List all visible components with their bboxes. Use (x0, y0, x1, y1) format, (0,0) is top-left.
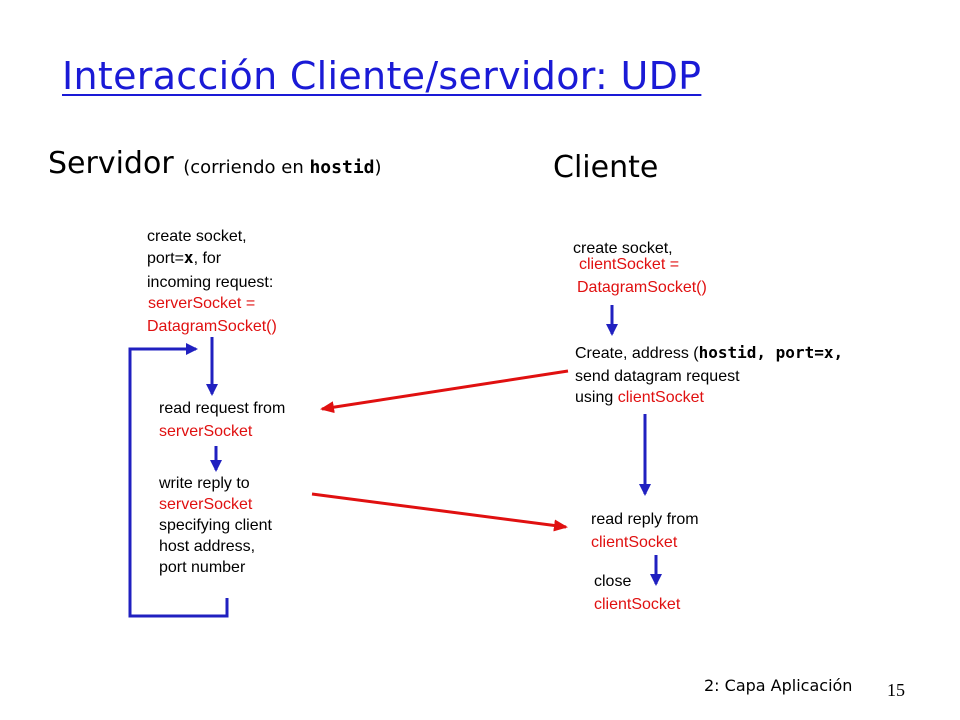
client-read-reply-step: read reply from clientSocket (591, 511, 699, 551)
reply-datagram-arrow (311, 492, 568, 532)
client-send-request-step: Create, address (hostid, port=x, send da… (575, 343, 844, 406)
request-datagram-arrow (320, 369, 569, 414)
client-close-step: close clientSocket (594, 573, 681, 613)
footer-page-number: 15 (887, 680, 905, 700)
server-write-reply-step: write reply to serverSocket specifying c… (159, 475, 272, 576)
server-create-socket-step: create socket, port=x, for incoming requ… (147, 228, 277, 335)
server-read-request-step: read request from serverSocket (159, 400, 286, 440)
footer-chapter: 2: Capa Aplicación (704, 676, 853, 695)
page-title: Interacción Cliente/servidor: UDP (62, 54, 702, 98)
client-create-socket-step: create socket, clientSocket = DatagramSo… (573, 240, 707, 296)
server-heading-sub: (corriendo en hostid) (183, 157, 382, 178)
server-heading: Servidor (corriendo en hostid) (48, 146, 382, 181)
server-heading-label: Servidor (48, 146, 174, 181)
client-heading: Cliente (553, 150, 659, 185)
server-loop-arrow (128, 343, 229, 618)
